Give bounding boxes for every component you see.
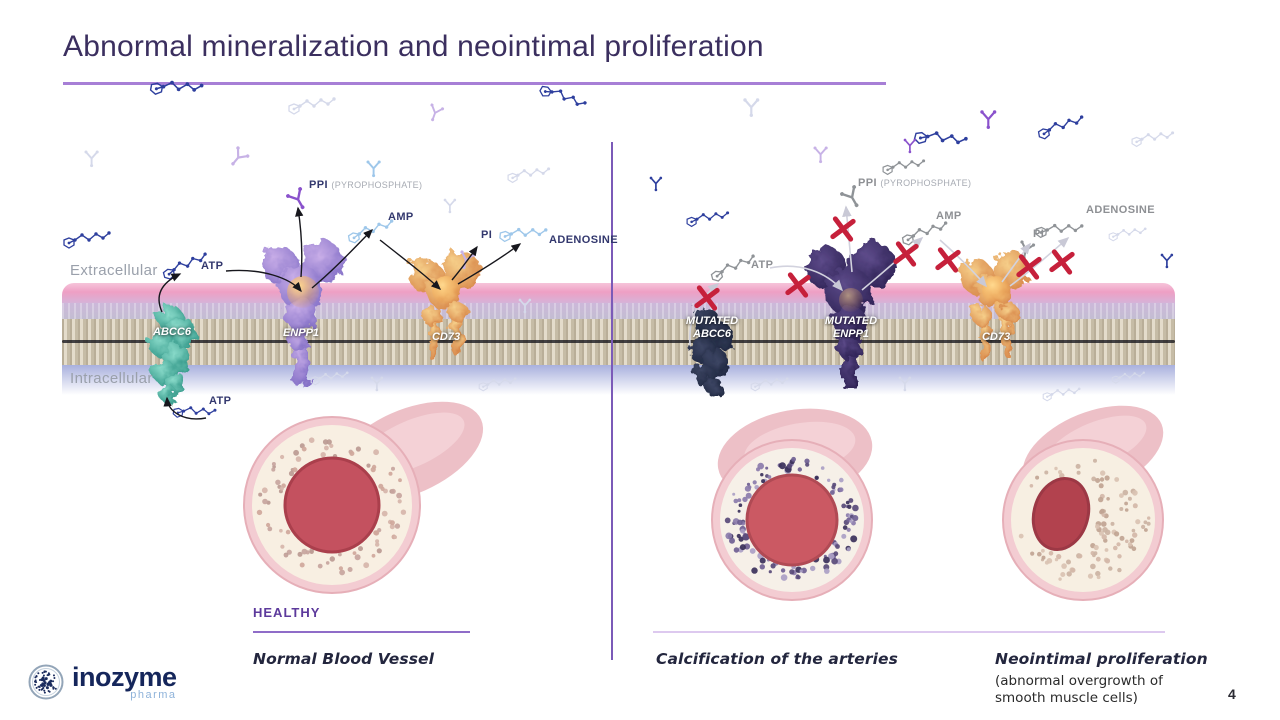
calcification-caption: Calcification of the arteries [656, 650, 898, 668]
healthy-vessel-illustration [243, 401, 484, 594]
molecule-icon [149, 80, 204, 96]
membrane-outer-layer [62, 303, 1175, 319]
normal-vessel-caption: Normal Blood Vessel [253, 650, 435, 668]
healthy-tag: HEALTHY [253, 605, 321, 620]
blocked-x-icon [893, 241, 919, 267]
title-underline [63, 82, 886, 85]
abcc6-protein-label: ABCC6 [153, 326, 191, 338]
blocked-x-icon [830, 216, 856, 242]
membrane-glycocalyx-layer [62, 283, 1175, 303]
membrane-intracellular-fade [62, 365, 1175, 395]
page-title: Abnormal mineralization and neointimal p… [63, 30, 764, 63]
amp-label: AMP [388, 211, 414, 223]
neointimal-caption: Neointimal proliferation [995, 650, 1208, 668]
inozyme-logo-icon [28, 664, 64, 700]
blocked-x-icon [1049, 249, 1075, 275]
reaction-arrow [163, 396, 207, 420]
logo-tagline: pharma [130, 688, 177, 701]
amp-molecule-mutated [901, 221, 948, 246]
adenosine-label-mutated: ADENOSINE [1086, 204, 1155, 216]
ppi-molecule [286, 187, 305, 210]
reaction-arrow [457, 243, 522, 285]
blocked-x-icon [1016, 254, 1042, 280]
pi-label-mutated: PI [1033, 228, 1045, 240]
cd73-protein-label: CD73 [431, 331, 461, 343]
molecule-icon [430, 103, 445, 122]
molecule-icon [1160, 253, 1174, 269]
molecule-icon [743, 98, 760, 118]
atp-intracellular-label: ATP [209, 395, 232, 407]
molecule-icon [903, 138, 917, 154]
molecule-icon [686, 211, 730, 228]
inozyme-logo: inozyme pharma [26, 662, 177, 702]
healthy-underline [253, 631, 470, 633]
reaction-arrow [311, 229, 373, 289]
pi-label: PI [481, 229, 493, 241]
panel-divider-line [611, 142, 613, 660]
molecule-icon [288, 97, 336, 115]
molecule-icon [1108, 227, 1147, 242]
extracellular-label: Extracellular [70, 262, 158, 279]
adenosine-molecule [499, 227, 548, 243]
molecule-icon [63, 231, 111, 249]
molecule-icon [231, 146, 250, 166]
logo-name: inozyme [72, 661, 177, 692]
molecule-icon [507, 167, 551, 184]
blocked-reaction-arrow [1009, 236, 1070, 287]
reaction-arrow [451, 245, 478, 281]
amp-label-mutated: AMP [936, 210, 962, 222]
blocked-reaction-arrow [939, 239, 988, 288]
pi-molecule-mutated [1020, 240, 1036, 260]
reaction-arrow [295, 206, 304, 278]
atp-extracellular-label: ATP [201, 260, 224, 272]
molecule-icon [913, 131, 968, 145]
blocked-x-icon [935, 247, 961, 273]
molecule-icon [980, 110, 997, 130]
abnormal-underline [653, 631, 1165, 633]
molecule-icon [813, 146, 828, 164]
page-number: 4 [1228, 686, 1236, 702]
blocked-reaction-arrow [842, 205, 853, 273]
molecule-icon [1037, 115, 1084, 140]
molecule-icon [366, 160, 381, 178]
enpp1-protein-label: ENPP1 [282, 327, 320, 339]
ppi-label: PPI (PYROPHOSPHATE) [309, 179, 423, 191]
blocked-reaction-arrow [1001, 242, 1031, 283]
molecule-icon [443, 198, 457, 214]
intracellular-label: Intracellular [70, 370, 153, 387]
calcified-vessel-illustration [711, 408, 873, 601]
molecule-icon [882, 159, 926, 176]
molecule-icon [1131, 131, 1175, 148]
reaction-arrow [379, 239, 442, 290]
neointimal-vessel-illustration [1002, 405, 1164, 601]
molecule-icon [84, 150, 99, 168]
molecule-icon [649, 176, 663, 192]
atp-label-mutated: ATP [751, 259, 774, 271]
pi-molecule [460, 250, 476, 270]
ppi-label-mutated: PPI (PYROPHOSPHATE) [858, 177, 972, 189]
cd73-mutated-side-label: CD73 [981, 331, 1011, 343]
adenosine-label: ADENOSINE [549, 234, 618, 246]
